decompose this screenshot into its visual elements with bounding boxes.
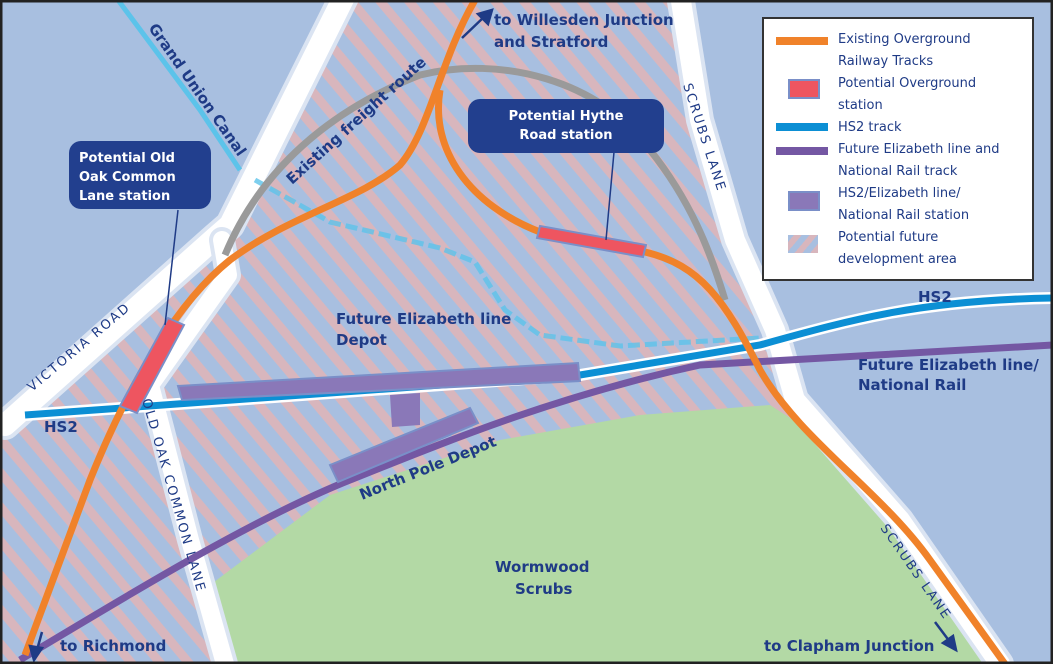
hs2-right-label: HS2 <box>918 288 952 306</box>
orange-line-swatch <box>776 37 828 45</box>
hs2-track <box>24 294 1053 419</box>
legend-item-hs2: HS2 track <box>764 113 1032 135</box>
direction-arrows <box>28 8 958 663</box>
legend-label: Existing Overground Railway Tracks <box>838 32 971 69</box>
hs2-elizabeth-station-platform <box>176 361 582 402</box>
hythe-callout-text: Potential Hythe Road station <box>508 109 624 143</box>
depot-label-line1: Future Elizabeth line <box>336 310 511 328</box>
legend-item-hs2-station: HS2/Elizabeth line/ National Rail statio… <box>764 179 1032 223</box>
wormwood-scrubs-park <box>210 405 985 664</box>
hythe-pointer <box>605 151 615 241</box>
old-oak-callout-text: Potential Old Oak Common Lane station <box>79 151 176 204</box>
legend-label: Potential Overground station <box>838 76 977 113</box>
striped-area-swatch <box>788 235 818 253</box>
park-label-line2: Scrubs <box>515 580 573 598</box>
hythe-station-callout: Potential Hythe Road station <box>468 99 664 153</box>
hs2-elizabeth-station-connector <box>390 393 420 427</box>
blue-line-swatch <box>776 123 828 131</box>
old-oak-pointer <box>164 209 179 326</box>
old-oak-station-callout: Potential Old Oak Common Lane station <box>69 141 211 209</box>
canal-underground <box>253 177 761 349</box>
legend-label: HS2/Elizabeth line/ National Rail statio… <box>838 186 970 223</box>
old-oak-common-lane-station <box>118 316 186 415</box>
grand-union-canal <box>115 0 243 172</box>
richmond-direction: to Richmond <box>60 637 166 655</box>
legend-label: Future Elizabeth line and National Rail … <box>838 142 1000 179</box>
legend-item-elizabeth: Future Elizabeth line and National Rail … <box>764 135 1032 179</box>
red-station-swatch <box>788 79 820 99</box>
hythe-road-station <box>535 224 648 259</box>
elizabeth-line-track <box>18 341 1053 664</box>
legend-item-overground-station: Potential Overground station <box>764 69 1032 113</box>
legend-label: HS2 track <box>838 120 902 135</box>
legend-item-development: Potential future development area <box>764 223 1032 267</box>
freight-route-track <box>221 64 729 302</box>
park-label-line1: Wormwood <box>495 558 590 576</box>
elizabeth-line-label-2: National Rail <box>858 376 966 394</box>
willesden-direction-2: and Stratford <box>494 33 608 51</box>
depot-label-line2: Depot <box>336 331 387 349</box>
legend: Existing Overground Railway Tracks Poten… <box>762 17 1034 281</box>
elizabeth-line-label-1: Future Elizabeth line/ <box>858 356 1039 374</box>
clapham-direction: to Clapham Junction <box>764 637 935 655</box>
overground-track-loop <box>435 89 1008 664</box>
legend-label: Potential future development area <box>838 230 957 267</box>
legend-item-overground: Existing Overground Railway Tracks <box>764 25 1032 69</box>
north-pole-depot-station <box>328 406 480 484</box>
hs2-left-label: HS2 <box>44 418 78 436</box>
purple-line-swatch <box>776 147 828 155</box>
purple-station-swatch <box>788 191 820 211</box>
willesden-direction-1: to Willesden Junction <box>494 11 674 29</box>
